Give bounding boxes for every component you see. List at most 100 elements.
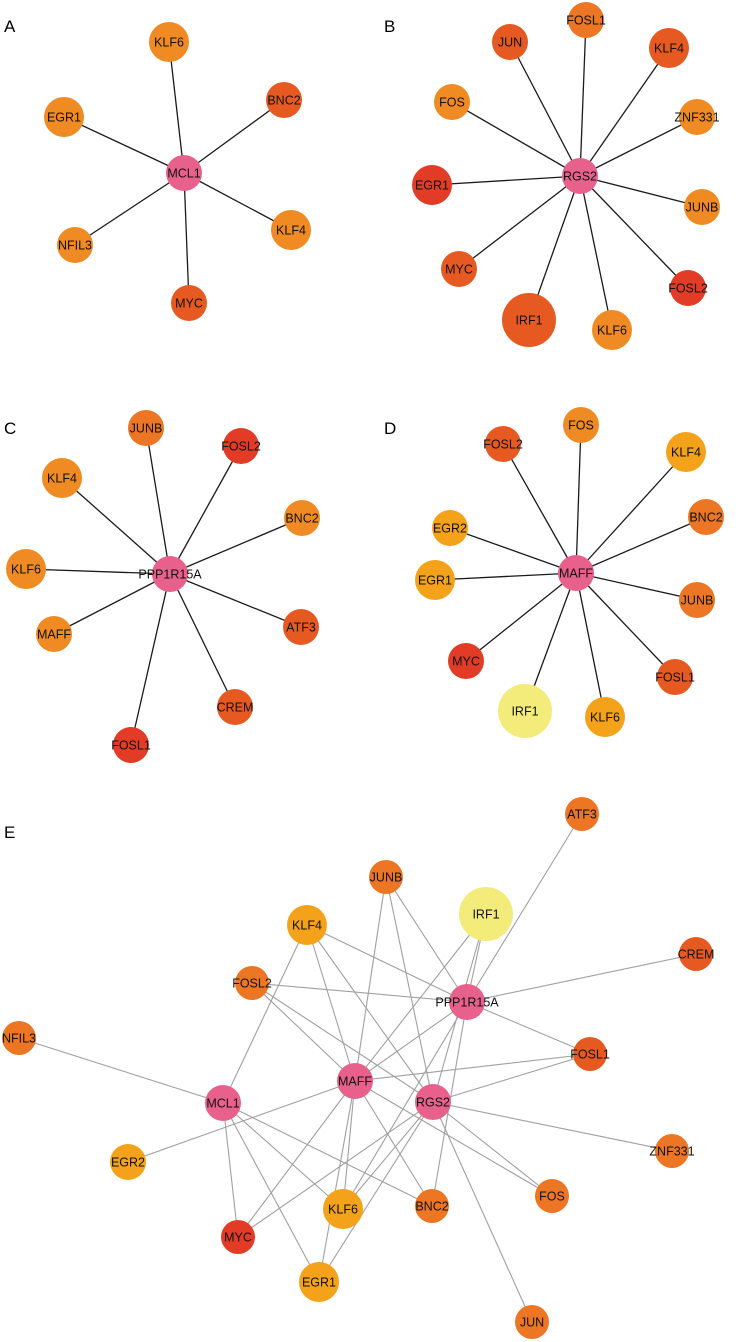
panel-e-node-junb[interactable]: JUNB xyxy=(369,860,403,894)
panel-a-node-egr1[interactable]: EGR1 xyxy=(44,97,84,137)
panel-e-edge-mcl1-myc xyxy=(222,1102,239,1238)
panel-e-node-nfil3[interactable]: NFIL3 xyxy=(2,1021,36,1055)
panel-d-node-circle-klf4 xyxy=(666,432,706,472)
panel-d-node-myc[interactable]: MYC xyxy=(448,643,484,679)
panel-a-node-klf6[interactable]: KLF6 xyxy=(149,22,189,62)
panel-e-node-egr2[interactable]: EGR2 xyxy=(110,1144,146,1180)
panel-a-node-myc[interactable]: MYC xyxy=(171,285,207,321)
panel-d-hub-node-maff[interactable]: MAFF xyxy=(558,555,594,591)
panel-c-edge-ppp1r15a-fosl1 xyxy=(130,573,171,746)
nodes-layer: KLF6BNC2EGR1KLF4NFIL3MYCMCL1JUNFOSL1KLF4… xyxy=(2,2,724,1339)
panel-e-node-maff[interactable]: MAFF xyxy=(337,1063,373,1099)
panel-d-node-fos[interactable]: FOS xyxy=(563,407,599,443)
panel-a-node-circle-egr1 xyxy=(44,97,84,137)
panel-e-edge-maff-fos xyxy=(354,1080,553,1197)
panel-e-node-klf4[interactable]: KLF4 xyxy=(287,905,327,945)
panel-b-node-fos[interactable]: FOS xyxy=(434,84,470,120)
panel-e-node-bnc2[interactable]: BNC2 xyxy=(415,1189,449,1223)
panel-c-node-fosl2[interactable]: FOSL2 xyxy=(221,428,261,464)
panel-c-node-junb[interactable]: JUNB xyxy=(128,410,164,446)
panel-c-node-circle-crem xyxy=(217,689,253,725)
panel-c-node-fosl1[interactable]: FOSL1 xyxy=(111,727,151,763)
panel-e-node-label-klf4: KLF4 xyxy=(292,919,322,933)
panel-d-node-klf6[interactable]: KLF6 xyxy=(585,697,625,737)
panel-e-edge-maff-junb xyxy=(354,876,387,1082)
panel-b-node-irf1[interactable]: IRF1 xyxy=(502,293,556,347)
panel-b-node-klf6[interactable]: KLF6 xyxy=(592,310,632,350)
panel-e-node-fos[interactable]: FOS xyxy=(535,1179,569,1213)
panel-b-node-fosl1[interactable]: FOSL1 xyxy=(566,2,606,38)
panel-d-node-egr2[interactable]: EGR2 xyxy=(432,510,468,546)
panel-e-node-atf3[interactable]: ATF3 xyxy=(565,797,599,831)
panel-d-label: D xyxy=(384,419,396,438)
panel-b-node-circle-jun xyxy=(492,24,528,60)
panel-e-node-fosl2[interactable]: FOSL2 xyxy=(232,966,272,1000)
panel-a-node-label-bnc2: BNC2 xyxy=(267,94,300,108)
panel-a-hub-node-mcl1[interactable]: MCL1 xyxy=(166,155,202,191)
panel-b-node-jun[interactable]: JUN xyxy=(492,24,528,60)
panel-c-node-atf3[interactable]: ATF3 xyxy=(283,609,319,645)
panel-e-node-egr1[interactable]: EGR1 xyxy=(299,1262,339,1302)
panel-d-node-fosl2[interactable]: FOSL2 xyxy=(483,426,523,462)
panel-b-node-fosl2[interactable]: FOSL2 xyxy=(668,270,708,306)
panel-e-edge-maff-klf4 xyxy=(306,924,356,1082)
panel-a-hub-node-circle-mcl1 xyxy=(166,155,202,191)
panel-a-node-label-klf4: KLF4 xyxy=(276,224,306,238)
panel-b-node-label-klf4: KLF4 xyxy=(654,42,684,56)
panel-d-edge-maff-klf6 xyxy=(575,572,606,718)
panel-c-node-crem[interactable]: CREM xyxy=(217,689,254,725)
panel-d-node-egr1[interactable]: EGR1 xyxy=(415,560,455,600)
panel-c-node-klf6[interactable]: KLF6 xyxy=(6,549,46,589)
panel-e-edge-ppp1r15a-fosl1 xyxy=(466,1001,591,1055)
panel-a-node-klf4[interactable]: KLF4 xyxy=(271,210,311,250)
panel-e-edge-rgs2-klf4 xyxy=(306,924,434,1103)
panel-a-node-nfil3[interactable]: NFIL3 xyxy=(57,227,93,263)
panel-b-node-circle-znf331 xyxy=(679,99,715,135)
panel-e-node-fosl1[interactable]: FOSL1 xyxy=(570,1037,610,1071)
panel-c-node-circle-junb xyxy=(128,410,164,446)
panel-d-node-fosl1[interactable]: FOSL1 xyxy=(655,659,695,695)
panel-b-node-junb[interactable]: JUNB xyxy=(684,189,720,225)
panel-b-node-label-klf6: KLF6 xyxy=(597,324,627,338)
panel-a-node-bnc2[interactable]: BNC2 xyxy=(266,82,302,118)
panel-d-node-bnc2[interactable]: BNC2 xyxy=(688,499,724,535)
panel-e-node-myc[interactable]: MYC xyxy=(221,1220,255,1254)
panel-b-node-klf4[interactable]: KLF4 xyxy=(649,28,689,68)
panel-b-hub-node-rgs2[interactable]: RGS2 xyxy=(562,158,598,194)
panel-b-node-label-jun: JUN xyxy=(498,36,522,50)
panel-b-node-circle-fos xyxy=(434,84,470,120)
panel-b-edge-rgs2-junb xyxy=(579,175,703,208)
panel-c-node-label-junb: JUNB xyxy=(130,422,163,436)
panel-e-edge-mcl1-klf4 xyxy=(222,924,308,1104)
panel-e-node-mcl1[interactable]: MCL1 xyxy=(205,1085,241,1121)
panel-c-node-klf4[interactable]: KLF4 xyxy=(42,458,82,498)
panel-c-edge-ppp1r15a-junb xyxy=(145,427,171,575)
panel-d-node-irf1[interactable]: IRF1 xyxy=(498,684,552,738)
panel-d-node-junb[interactable]: JUNB xyxy=(679,582,715,618)
panel-e-node-jun[interactable]: JUN xyxy=(515,1305,549,1339)
panel-d-node-klf4[interactable]: KLF4 xyxy=(666,432,706,472)
panel-e-node-znf331[interactable]: ZNF331 xyxy=(649,1134,695,1168)
panel-b-node-label-fosl2: FOSL2 xyxy=(668,282,708,296)
panel-e-node-klf6[interactable]: KLF6 xyxy=(323,1189,363,1229)
panel-b-edge-rgs2-fosl1 xyxy=(579,19,587,177)
panel-e-node-label-jun: JUN xyxy=(520,1316,544,1330)
panel-e-node-crem[interactable]: CREM xyxy=(678,937,715,971)
panel-c-node-label-fosl1: FOSL1 xyxy=(111,739,151,753)
panel-d-hub-node-circle-maff xyxy=(558,555,594,591)
panel-e-node-irf1[interactable]: IRF1 xyxy=(459,887,513,941)
panel-c-node-bnc2[interactable]: BNC2 xyxy=(284,500,320,536)
panel-b-node-znf331[interactable]: ZNF331 xyxy=(674,99,720,135)
panel-e-edge-mcl1-egr1 xyxy=(222,1102,320,1283)
panel-e-node-label-egr1: EGR1 xyxy=(302,1276,336,1290)
panel-e-node-ppp1r15a[interactable]: PPP1R15A xyxy=(435,984,499,1020)
panel-b-node-myc[interactable]: MYC xyxy=(441,251,477,287)
panel-e-node-rgs2[interactable]: RGS2 xyxy=(415,1084,451,1120)
panel-c-node-maff[interactable]: MAFF xyxy=(36,616,72,652)
panel-e-node-label-ppp1r15a: PPP1R15A xyxy=(435,996,499,1010)
panel-c-node-circle-fosl1 xyxy=(113,727,149,763)
panel-b-node-egr1[interactable]: EGR1 xyxy=(412,165,452,205)
panel-c-hub-node-ppp1r15a[interactable]: PPP1R15A xyxy=(138,556,202,592)
panel-e-edge-mcl1-nfil3 xyxy=(18,1037,224,1104)
panel-b-node-label-fos: FOS xyxy=(439,96,465,110)
